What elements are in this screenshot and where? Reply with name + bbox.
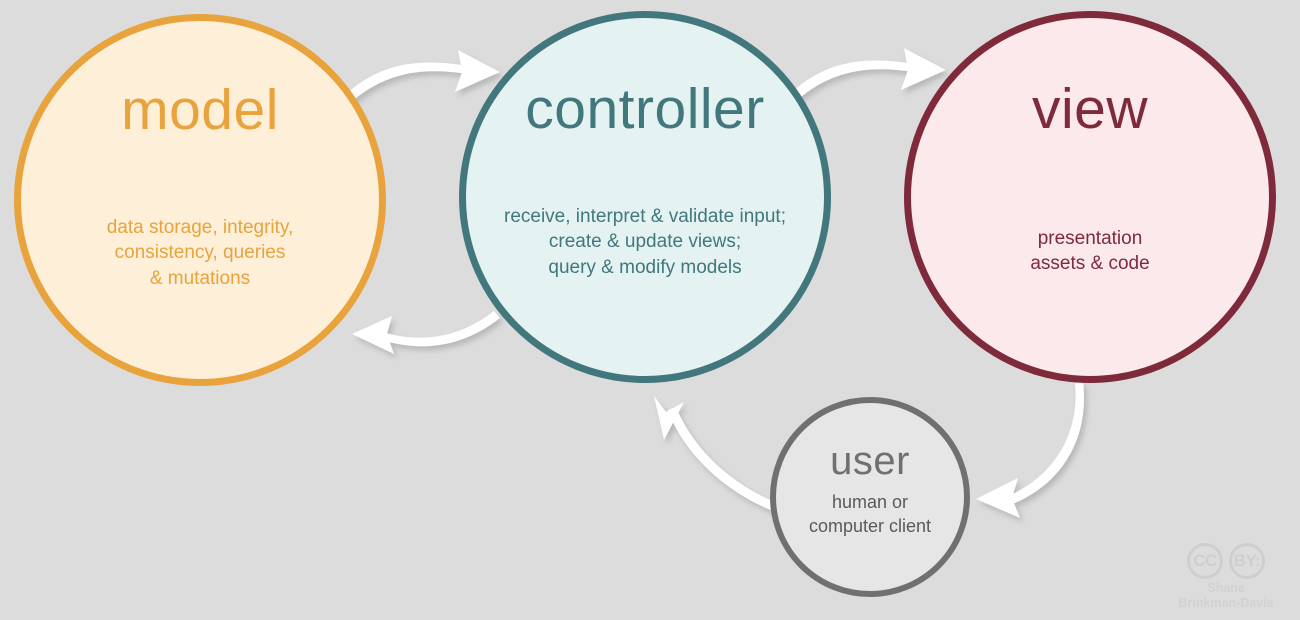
attribution-text: Shane Brinkman-Davis	[1166, 581, 1286, 610]
node-controller-title: controller	[525, 77, 765, 141]
attribution-line-1: Shane	[1207, 581, 1245, 596]
node-view-title: view	[1031, 77, 1149, 141]
arrow-user-to-controller	[654, 396, 782, 513]
node-view-description: presentation assets & code	[1030, 228, 1150, 275]
arrow-view-to-user	[976, 382, 1085, 518]
creative-commons-icon: CC	[1187, 543, 1223, 580]
node-view[interactable]: view presentation assets & code	[904, 11, 1276, 383]
attribution-by-icon: BY:	[1229, 543, 1265, 580]
cc-marks: CC BY:	[1166, 543, 1286, 580]
node-model-title: model	[121, 78, 279, 142]
arrow-controller-to-view	[790, 48, 946, 101]
node-controller[interactable]: controller receive, interpret & validate…	[459, 11, 831, 383]
node-controller-description: receive, interpret & validate input; cre…	[504, 206, 786, 278]
node-model[interactable]: model data storage, integrity, consisten…	[14, 14, 386, 386]
node-model-description: data storage, integrity, consistency, qu…	[106, 217, 294, 289]
node-user[interactable]: user human or computer client	[770, 397, 970, 597]
arrow-controller-to-model	[352, 311, 500, 354]
attribution-line-2: Brinkman-Davis	[1178, 595, 1274, 610]
node-user-description: human or computer client	[808, 492, 932, 536]
arrow-model-to-controller	[344, 50, 500, 103]
node-user-title: user	[830, 439, 910, 483]
creative-commons-badge: CC BY: Shane Brinkman-Davis	[1166, 543, 1286, 610]
